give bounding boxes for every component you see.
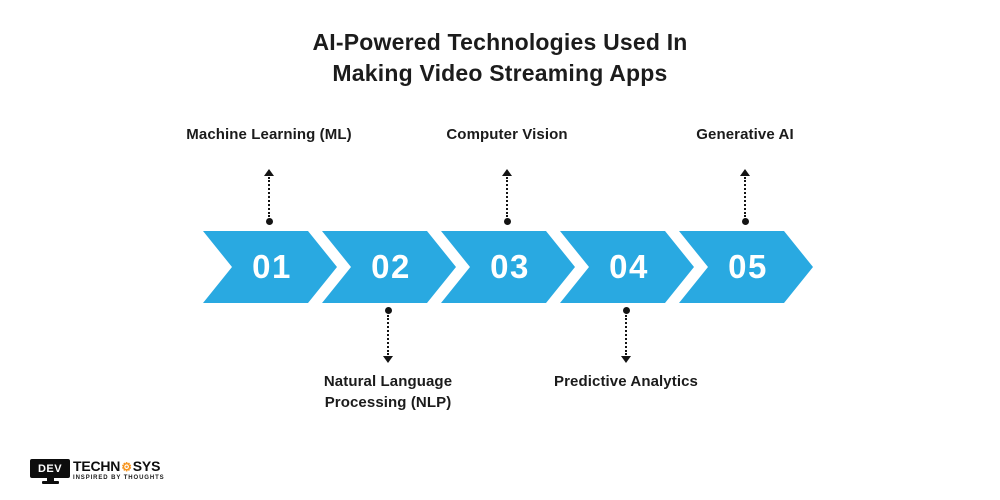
dotted-line bbox=[506, 177, 508, 217]
step-number: 04 bbox=[609, 248, 649, 285]
page-title: AI-Powered Technologies Used In Making V… bbox=[0, 27, 1000, 89]
dotted-line bbox=[387, 315, 389, 355]
process-step-arrow-02: 02 bbox=[322, 231, 456, 303]
step-label-05: Generative AI bbox=[696, 126, 794, 143]
step-label-01: Machine Learning (ML) bbox=[186, 126, 352, 143]
connector-dot bbox=[503, 218, 511, 225]
connector-dot bbox=[384, 307, 392, 314]
gear-icon: ⚙ bbox=[121, 459, 132, 474]
arrowhead-down-icon bbox=[621, 356, 631, 363]
dotted-line bbox=[268, 177, 270, 217]
dotted-connector-04 bbox=[621, 307, 631, 363]
dotted-connector-02 bbox=[383, 307, 393, 363]
step-number: 02 bbox=[371, 248, 411, 285]
step-number: 05 bbox=[728, 248, 768, 285]
logo-brand-line: TECHN ⚙ SYS bbox=[73, 459, 165, 474]
dotted-line bbox=[625, 315, 627, 355]
dotted-line bbox=[744, 177, 746, 217]
step-number: 01 bbox=[252, 248, 292, 285]
monitor-neck bbox=[46, 478, 54, 481]
dotted-connector-01 bbox=[264, 169, 274, 225]
arrowhead-up-icon bbox=[740, 169, 750, 176]
arrowhead-up-icon bbox=[502, 169, 512, 176]
arrowhead-up-icon bbox=[264, 169, 274, 176]
dotted-connector-05 bbox=[740, 169, 750, 225]
page-title-line1: AI-Powered Technologies Used In bbox=[312, 29, 688, 55]
monitor-icon: DEV bbox=[30, 459, 70, 484]
logo-brand-part2: SYS bbox=[132, 458, 161, 474]
process-step-arrow-05: 05 bbox=[679, 231, 813, 303]
devtechnosys-logo: DEV TECHN ⚙ SYS INSPIRED BY THOUGHTS bbox=[30, 459, 165, 484]
page-title-line2: Making Video Streaming Apps bbox=[332, 60, 668, 86]
logo-text-block: TECHN ⚙ SYS INSPIRED BY THOUGHTS bbox=[73, 459, 165, 482]
monitor-screen-text: DEV bbox=[30, 459, 70, 478]
dotted-connector-03 bbox=[502, 169, 512, 225]
connector-dot bbox=[741, 218, 749, 225]
process-step-arrow-04: 04 bbox=[560, 231, 694, 303]
logo-tagline: INSPIRED BY THOUGHTS bbox=[73, 475, 165, 481]
connector-dot bbox=[622, 307, 630, 314]
step-label-03: Computer Vision bbox=[446, 126, 568, 143]
process-step-arrow-01: 01 bbox=[203, 231, 337, 303]
step-label-02: Natural Language Processing (NLP) bbox=[323, 373, 453, 411]
step-label-04: Predictive Analytics bbox=[553, 373, 698, 390]
arrowhead-down-icon bbox=[383, 356, 393, 363]
monitor-base bbox=[41, 481, 59, 484]
connector-dot bbox=[265, 218, 273, 225]
logo-brand-part1: TECHN bbox=[73, 458, 121, 474]
step-number: 03 bbox=[490, 248, 530, 285]
process-step-arrow-03: 03 bbox=[441, 231, 575, 303]
